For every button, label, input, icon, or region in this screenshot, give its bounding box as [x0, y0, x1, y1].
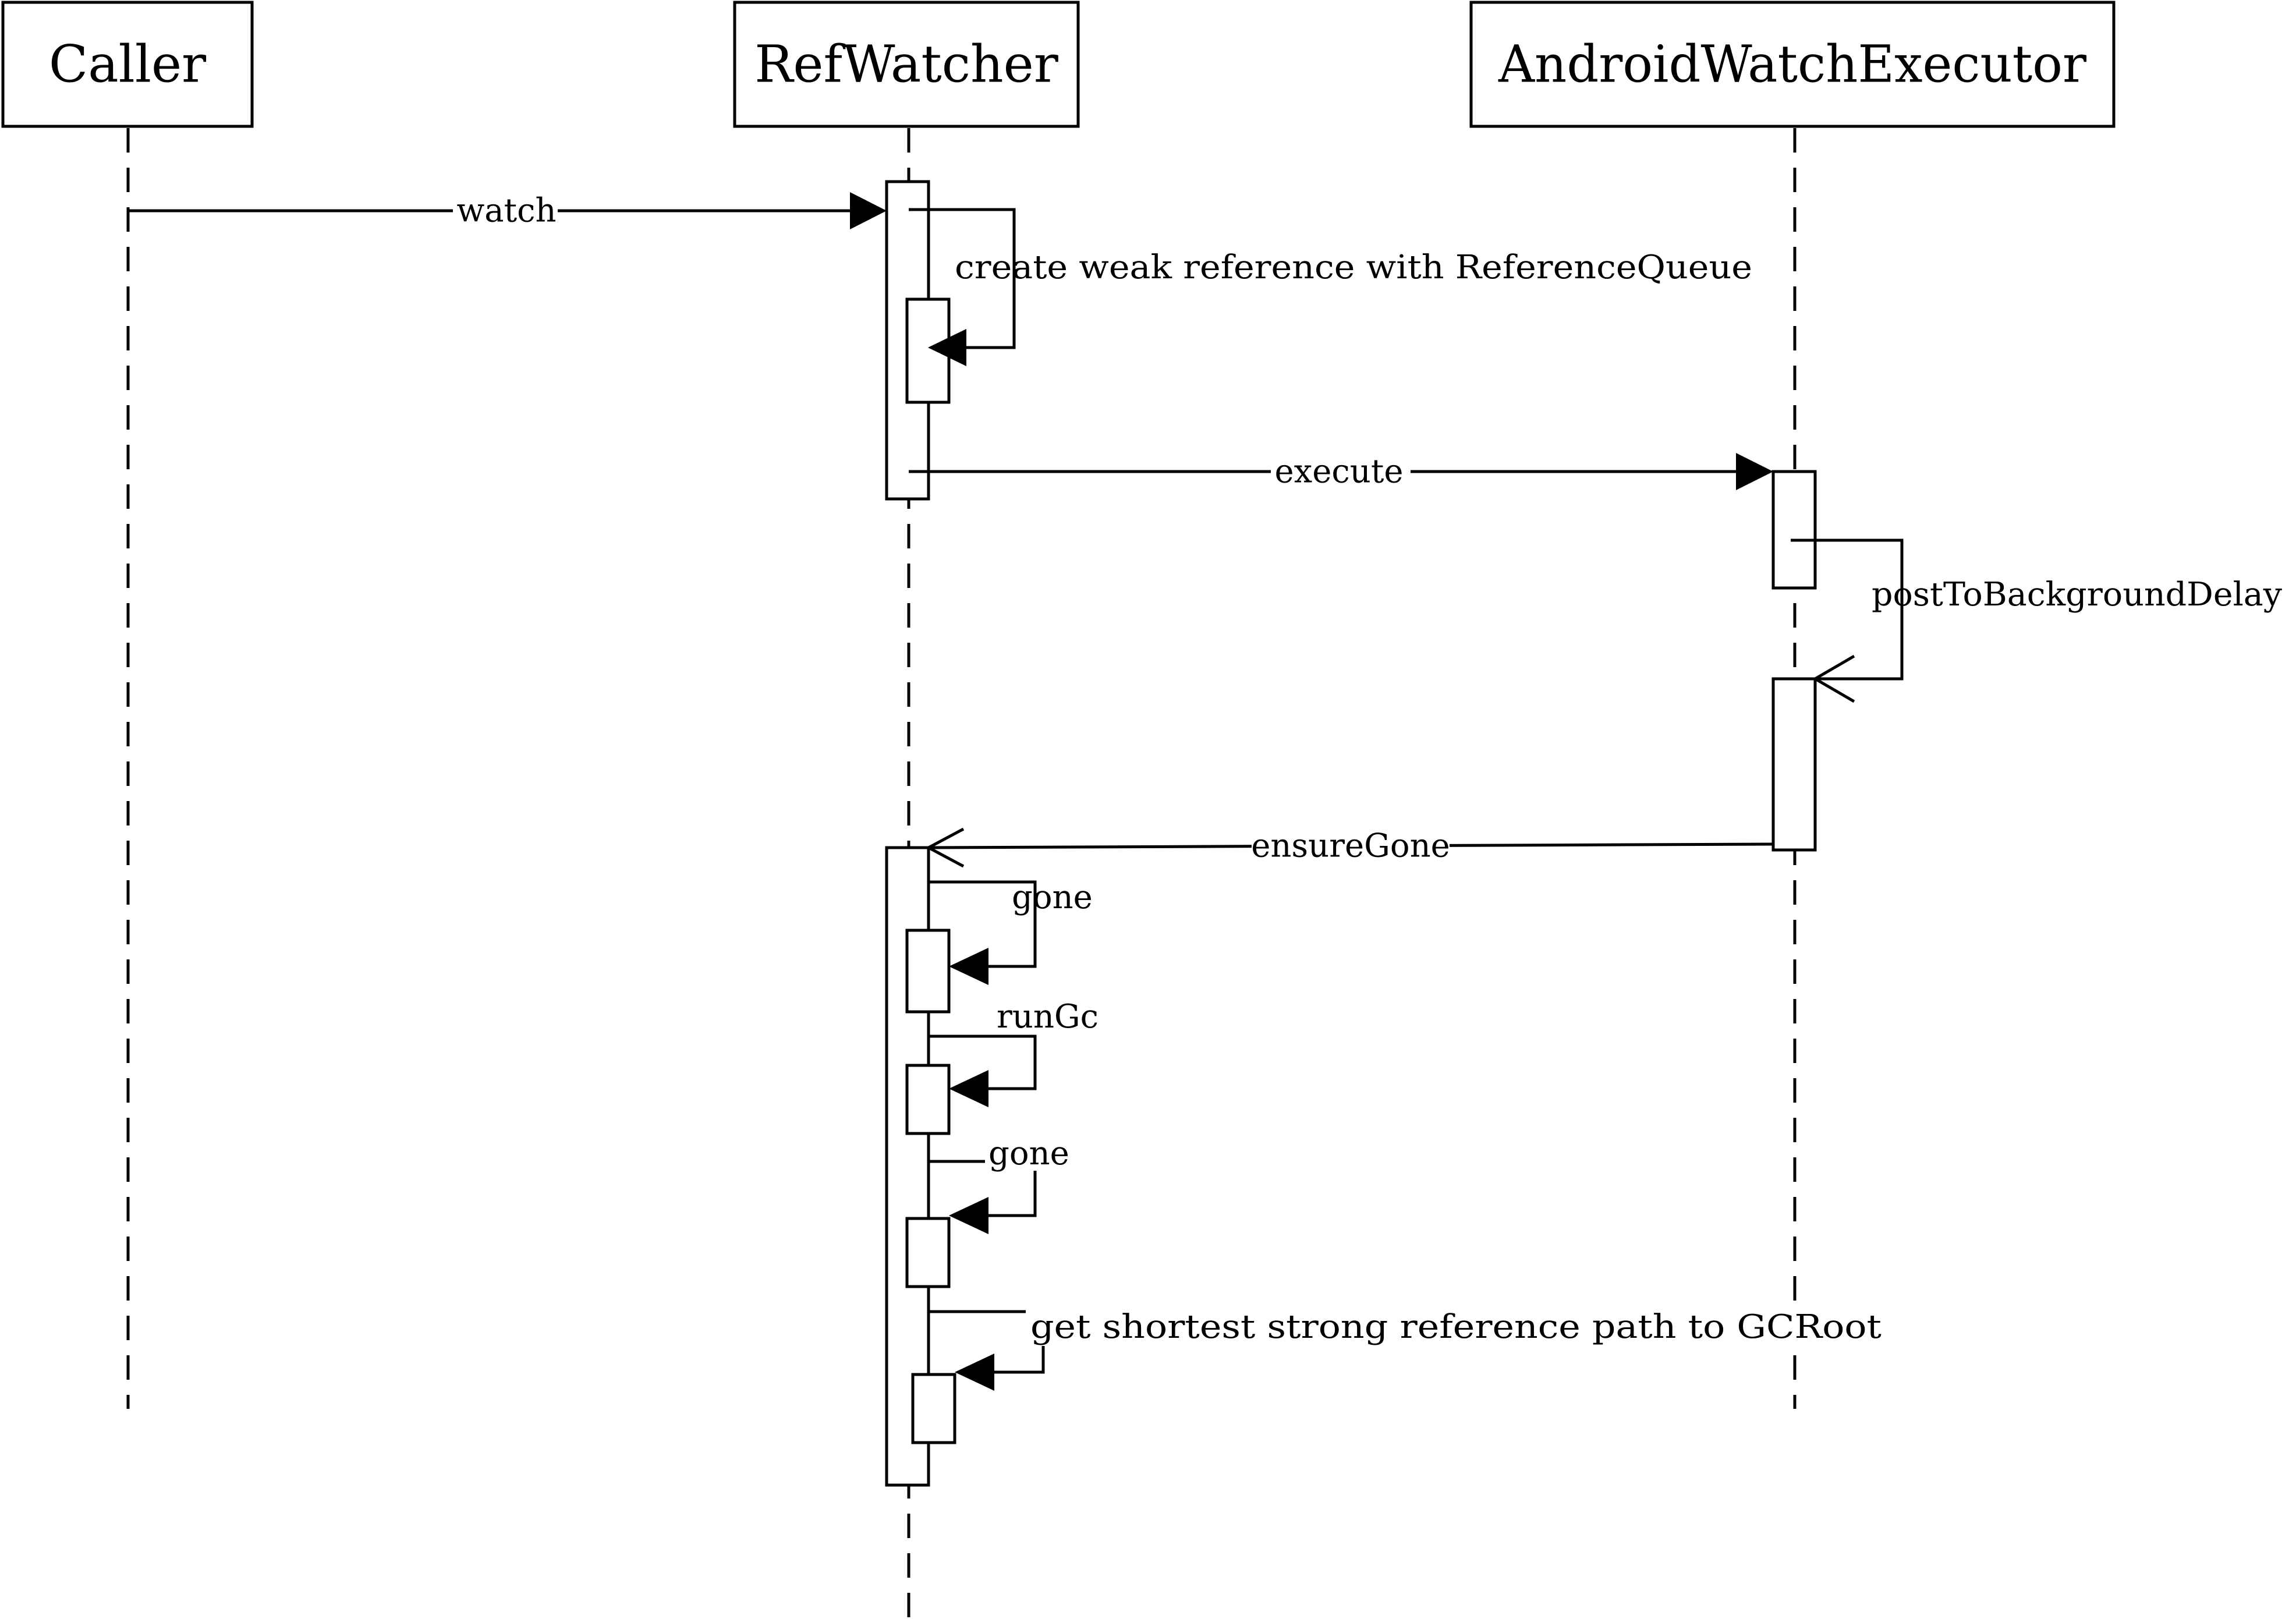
- arrow-head-filled: [949, 1070, 988, 1107]
- arrow-head-open: [1812, 654, 1855, 703]
- message-post-to-background-delay-label: postToBackgroundDelay: [1872, 576, 2282, 614]
- message-ensure-gone-label: ensureGone: [1251, 827, 1450, 865]
- participant-caller: Caller: [1, 1, 254, 128]
- refwatcher-activation-gone-1: [905, 929, 951, 1014]
- arrow-head-filled: [928, 329, 966, 366]
- message-execute: execute: [909, 450, 1773, 493]
- arrow-head-filled: [949, 948, 988, 985]
- message-get-shortest-path-label: get shortest strong reference path to GC…: [1030, 1308, 1882, 1346]
- message-gone-2-label: gone: [988, 1135, 1069, 1172]
- refwatcher-activation-path: [911, 1373, 956, 1444]
- refwatcher-activation-rungc: [905, 1064, 951, 1135]
- message-watch: watch: [128, 189, 887, 232]
- message-gone-1-label: gone: [1012, 878, 1093, 916]
- executor-activation-1: [1771, 470, 1817, 590]
- message-create-weak-reference: create weak reference with ReferenceQueu…: [909, 208, 1752, 366]
- message-post-to-background-delay: postToBackgroundDelay: [1791, 539, 2282, 703]
- participant-refwatcher: RefWatcher: [733, 1, 1080, 128]
- message-create-weak-reference-label: create weak reference with ReferenceQueu…: [955, 249, 1752, 286]
- participant-executor: AndroidWatchExecutor: [1469, 1, 2116, 128]
- refwatcher-activation-gone-2: [905, 1217, 951, 1288]
- message-run-gc-label: runGc: [997, 998, 1099, 1036]
- message-ensure-gone: ensureGone: [925, 825, 1774, 868]
- message-execute-label: execute: [1275, 453, 1404, 491]
- arrow-head-filled: [850, 192, 887, 229]
- message-watch-label: watch: [456, 192, 556, 230]
- arrow-head-open: [925, 827, 965, 868]
- participant-executor-label: AndroidWatchExecutor: [1498, 34, 2087, 94]
- message-gone-2: gone: [929, 1135, 1072, 1234]
- message-gone-1: gone: [929, 878, 1093, 985]
- arrow-head-filled: [1736, 453, 1773, 490]
- arrow-head-filled: [949, 1197, 988, 1234]
- message-run-gc: runGc: [929, 998, 1099, 1107]
- arrow-head-filled: [955, 1354, 994, 1391]
- message-get-shortest-path: get shortest strong reference path to GC…: [929, 1308, 1887, 1391]
- participant-caller-label: Caller: [49, 34, 207, 94]
- participant-refwatcher-label: RefWatcher: [754, 34, 1059, 94]
- executor-activation-2: [1771, 677, 1817, 852]
